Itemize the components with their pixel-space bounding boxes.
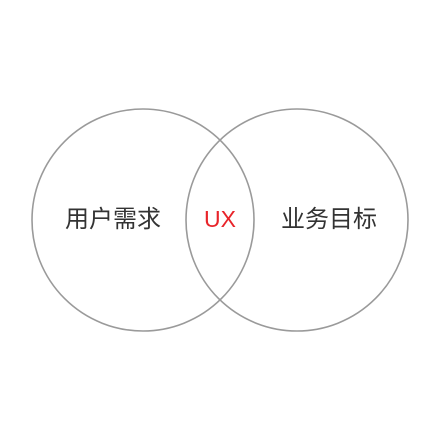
left-set-label: 用户需求 bbox=[65, 205, 161, 233]
intersection-label: UX bbox=[204, 206, 236, 232]
left-circle bbox=[31, 108, 255, 332]
right-set-label: 业务目标 bbox=[281, 205, 377, 233]
right-circle bbox=[185, 108, 409, 332]
